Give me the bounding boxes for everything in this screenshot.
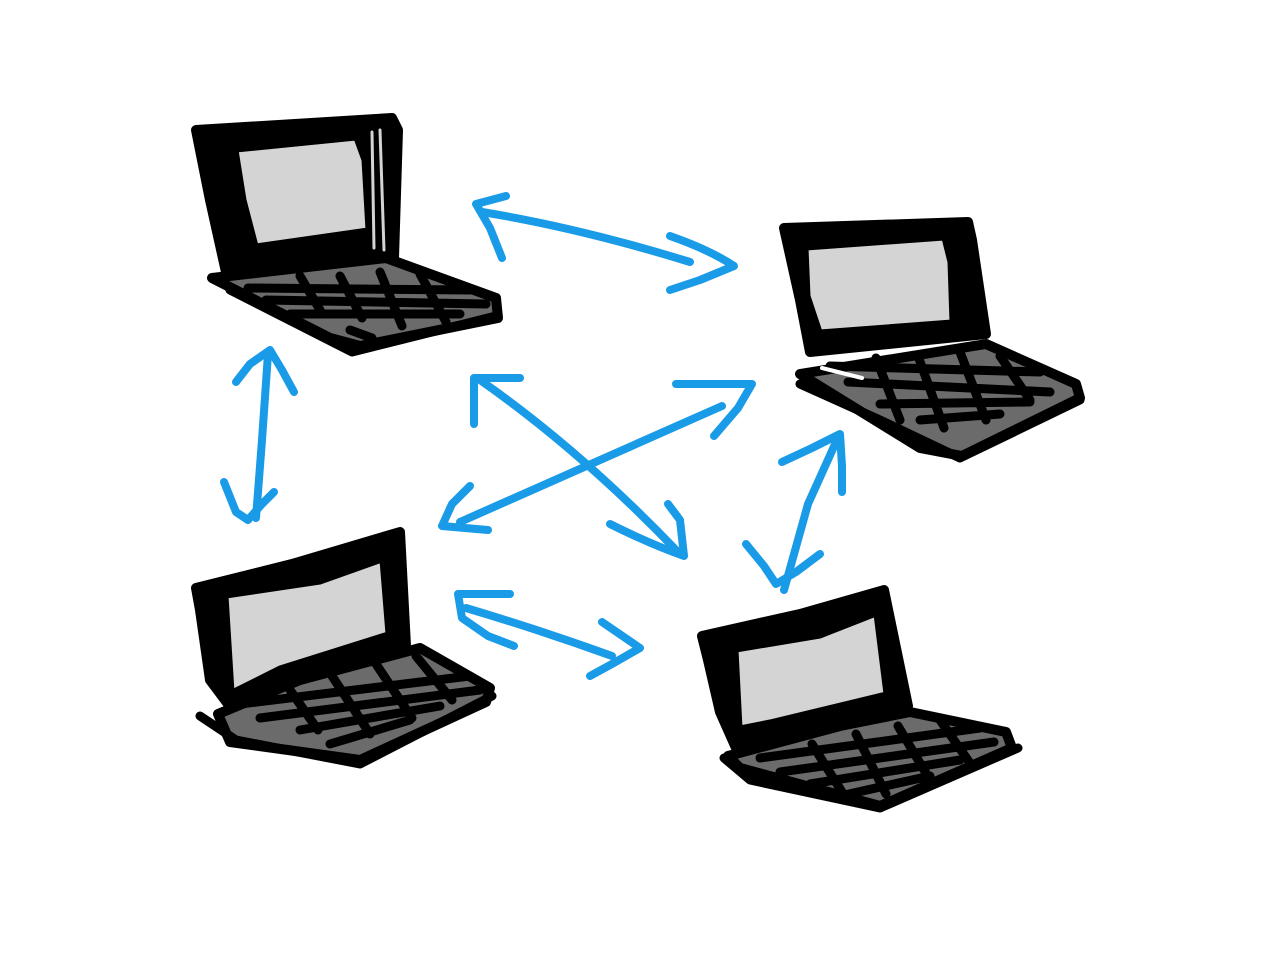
laptop-keys <box>235 651 485 749</box>
connection-line <box>478 208 694 266</box>
connection-bottom-left-bottom-right <box>454 590 644 680</box>
laptop-base-edge <box>225 285 501 357</box>
laptop-screen <box>733 611 889 731</box>
laptop-bottom-right <box>697 585 1023 813</box>
arrow-head-icon <box>472 192 510 262</box>
arrow-head-icon <box>220 478 278 524</box>
laptop-icon <box>191 527 497 769</box>
connection-line <box>252 350 272 522</box>
laptop-base-edge <box>719 743 1023 813</box>
laptop-screen <box>223 557 391 695</box>
laptop-keys <box>243 267 491 343</box>
laptop-bottom-left <box>191 527 497 769</box>
laptop-hinge <box>370 128 386 252</box>
arrow-head-icon <box>666 232 738 294</box>
connection-line <box>462 604 616 660</box>
laptop-keys <box>825 347 1055 433</box>
arrow-head-icon <box>232 346 298 396</box>
laptop-screen <box>803 235 955 335</box>
connection-top-left-bottom-right <box>470 374 688 560</box>
laptop-icon <box>779 217 1085 463</box>
laptop-top-right <box>779 217 1085 463</box>
arrow-head-icon <box>438 482 492 534</box>
arrow-head-icon <box>586 618 644 680</box>
connection-line <box>476 376 680 554</box>
laptop-top-left <box>191 113 503 357</box>
laptop-screen <box>233 135 371 249</box>
laptop-base-edge <box>795 379 1085 463</box>
connections <box>220 192 846 680</box>
arrow-head-icon <box>470 374 524 428</box>
connection-top-left-top-right <box>472 192 738 294</box>
connection-top-right-bottom-left <box>438 380 756 534</box>
arrow-head-icon <box>742 540 824 588</box>
laptop-icon <box>191 113 503 357</box>
laptop-glare <box>820 366 864 380</box>
connection-line <box>456 402 726 526</box>
laptop-base-edge <box>195 691 497 769</box>
arrow-head-icon <box>778 430 846 496</box>
arrow-head-icon <box>606 500 688 560</box>
laptop-icon <box>697 585 1023 813</box>
arrow-head-icon <box>454 590 518 650</box>
arrow-head-icon <box>672 380 756 440</box>
connection-line <box>780 438 840 594</box>
connection-top-left-bottom-left <box>220 346 298 524</box>
laptop-keys <box>755 715 999 801</box>
connection-top-right-bottom-right <box>742 430 846 594</box>
